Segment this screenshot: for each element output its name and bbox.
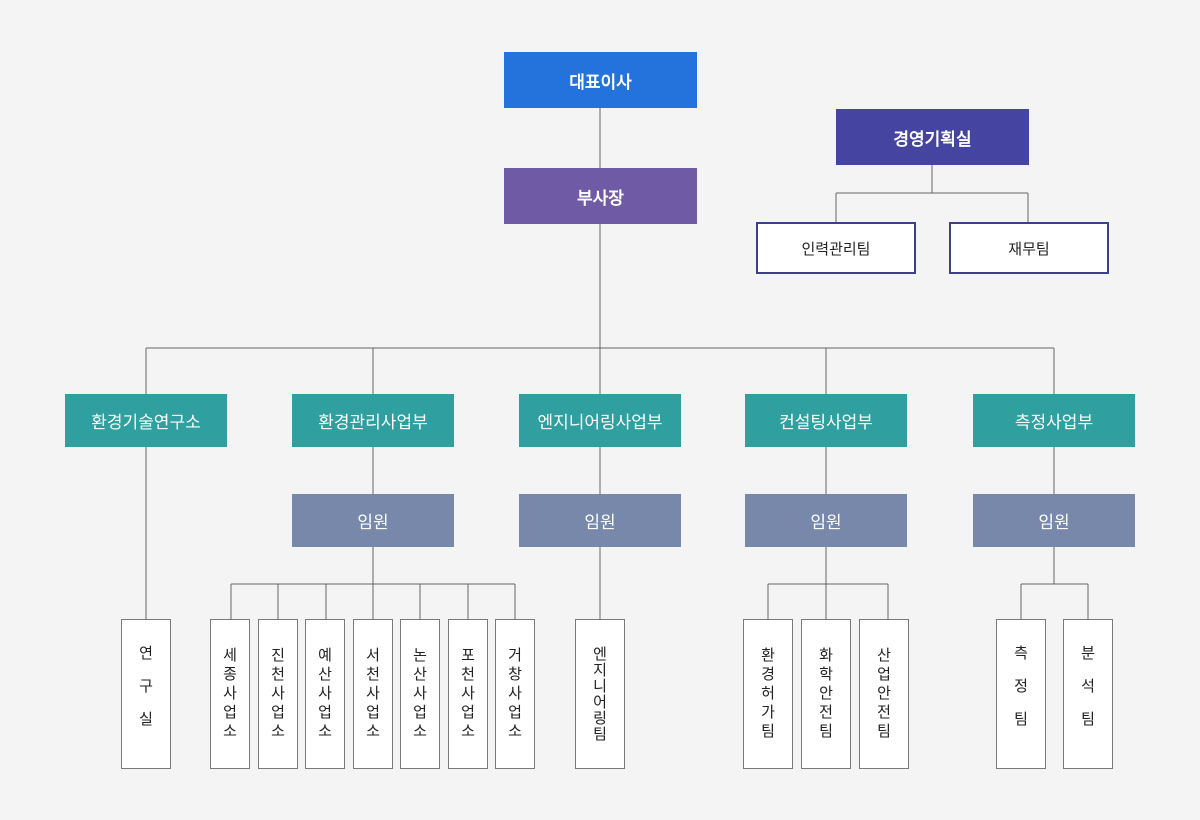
unit-label: 서천사업소: [363, 646, 382, 742]
officer-measurement: 임원: [973, 494, 1135, 547]
vp-box: 부사장: [504, 168, 697, 224]
unit-env-office-1: 세종사업소: [210, 619, 250, 769]
unit-label: 연구실: [136, 644, 155, 744]
unit-env-office-4: 서천사업소: [353, 619, 393, 769]
unit-research-lab: 연구실: [121, 619, 171, 769]
officer-env-mgmt: 임원: [292, 494, 454, 547]
unit-measurement-2: 분석팀: [1063, 619, 1113, 769]
ceo-label: 대표이사: [569, 72, 632, 93]
hr-team-box: 인력관리팀: [756, 222, 916, 274]
unit-env-office-2: 진천사업소: [258, 619, 298, 769]
unit-label: 논산사업소: [410, 646, 429, 742]
division-label: 컨설팅사업부: [779, 413, 873, 433]
unit-label: 환경허가팀: [758, 646, 777, 742]
division-consulting: 컨설팅사업부: [745, 394, 907, 447]
division-label: 측정사업부: [1014, 413, 1094, 433]
officer-label: 임원: [1038, 513, 1070, 533]
unit-label: 포천사업소: [458, 646, 477, 742]
unit-label: 분석팀: [1078, 644, 1097, 744]
unit-measurement-1: 측정팀: [996, 619, 1046, 769]
unit-label: 세종사업소: [220, 646, 239, 742]
division-measurement: 측정사업부: [973, 394, 1135, 447]
hr-team-label: 인력관리팀: [801, 239, 871, 258]
unit-consulting-1: 환경허가팀: [743, 619, 793, 769]
officer-label: 임원: [357, 513, 389, 533]
unit-label: 거창사업소: [505, 646, 524, 742]
finance-team-label: 재무팀: [1008, 239, 1050, 258]
division-research: 환경기술연구소: [65, 394, 227, 447]
unit-consulting-2: 화학안전팀: [801, 619, 851, 769]
division-label: 엔지니어링사업부: [537, 413, 663, 433]
unit-label: 측정팀: [1011, 644, 1030, 744]
vp-label: 부사장: [577, 188, 624, 209]
unit-env-office-3: 예산사업소: [305, 619, 345, 769]
unit-engineering-team: 엔지니어링팀: [575, 619, 625, 769]
unit-env-office-5: 논산사업소: [400, 619, 440, 769]
officer-engineering: 임원: [519, 494, 681, 547]
unit-consulting-3: 산업안전팀: [859, 619, 909, 769]
division-label: 환경기술연구소: [91, 413, 201, 433]
unit-label: 예산사업소: [315, 646, 334, 742]
unit-label: 산업안전팀: [874, 646, 893, 742]
division-engineering: 엔지니어링사업부: [519, 394, 681, 447]
planning-box: 경영기획실: [836, 109, 1029, 165]
officer-consulting: 임원: [745, 494, 907, 547]
planning-label: 경영기획실: [893, 129, 972, 150]
ceo-box: 대표이사: [504, 52, 697, 108]
unit-env-office-6: 포천사업소: [448, 619, 488, 769]
unit-label: 진천사업소: [268, 646, 287, 742]
unit-env-office-7: 거창사업소: [495, 619, 535, 769]
division-label: 환경관리사업부: [318, 413, 428, 433]
unit-label: 화학안전팀: [816, 646, 835, 742]
officer-label: 임원: [810, 513, 842, 533]
division-env-mgmt: 환경관리사업부: [292, 394, 454, 447]
unit-label: 엔지니어링팀: [590, 646, 609, 742]
officer-label: 임원: [584, 513, 616, 533]
finance-team-box: 재무팀: [949, 222, 1109, 274]
